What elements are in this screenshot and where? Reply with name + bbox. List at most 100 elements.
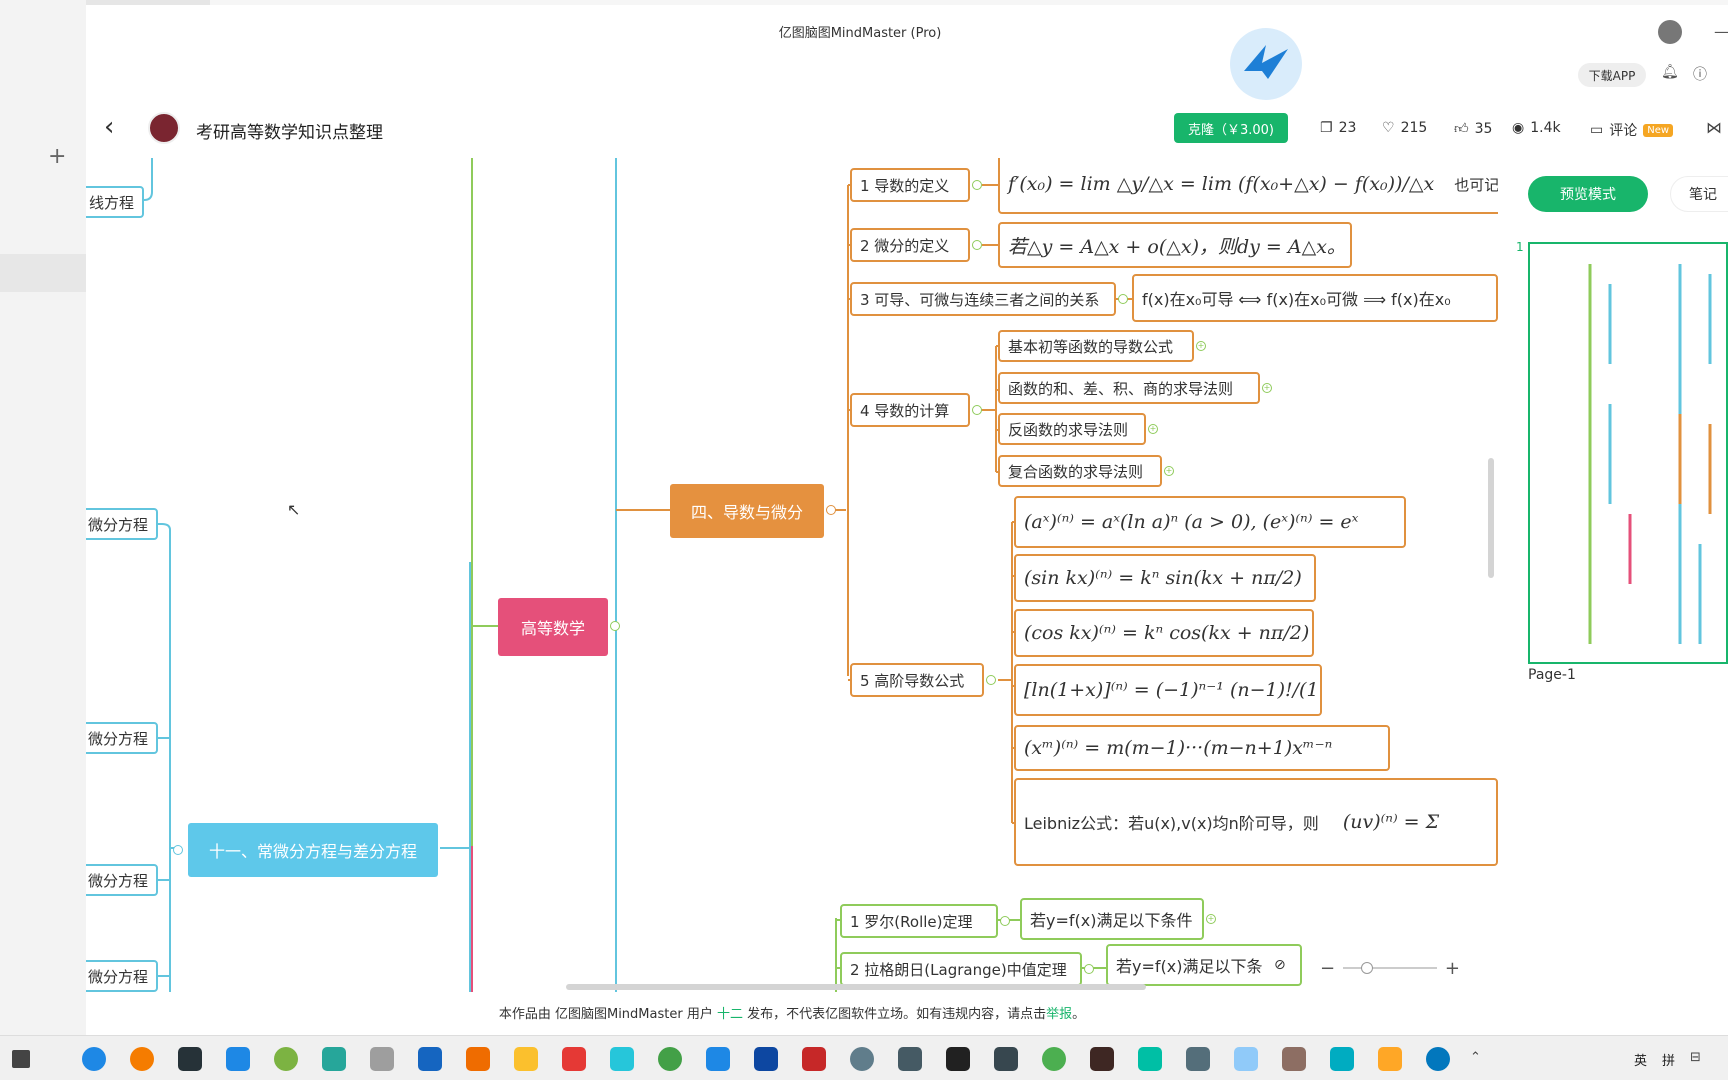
app-icon[interactable]	[370, 1047, 394, 1071]
left-node-2[interactable]: 微分方程	[86, 508, 158, 540]
chrome-icon[interactable]	[658, 1047, 682, 1071]
clone-button[interactable]: 克隆（￥3.00)	[1174, 113, 1288, 143]
left-node-5[interactable]: 微分方程	[86, 960, 158, 992]
collapse-toggle[interactable]	[986, 675, 996, 685]
solidworks-icon[interactable]	[802, 1047, 826, 1071]
report-link[interactable]: 举报	[1046, 1007, 1073, 1022]
app-icon[interactable]	[754, 1047, 778, 1071]
calculator-icon[interactable]	[1186, 1047, 1210, 1071]
node-high-order[interactable]: 5 高阶导数公式	[850, 663, 984, 697]
zoom-slider[interactable]	[1343, 962, 1437, 974]
calc-item-2[interactable]: 函数的和、差、积、商的求导法则	[998, 372, 1260, 404]
zoom-in-icon[interactable]: +	[1444, 957, 1460, 979]
calc-item-1[interactable]: 基本初等函数的导数公式	[998, 330, 1194, 362]
ime-mode[interactable]: 拼	[1662, 1054, 1676, 1069]
collapse-toggle[interactable]	[972, 180, 982, 190]
app-icon[interactable]	[1378, 1047, 1402, 1071]
rolle-desc[interactable]: 若y=f(x)满足以下条件	[1020, 898, 1204, 940]
author-link[interactable]: 十二	[716, 1007, 743, 1022]
expand-toggle[interactable]: +	[1206, 914, 1216, 924]
collapse-toggle[interactable]	[610, 621, 620, 631]
formula-relation[interactable]: f(x)在x₀可导 ⟺ f(x)在x₀可微 ⟹ f(x)在x₀	[1132, 274, 1498, 322]
blender-icon[interactable]	[130, 1047, 154, 1071]
app-icon[interactable]	[1138, 1047, 1162, 1071]
app-icon[interactable]	[466, 1047, 490, 1071]
tray-chevron-icon[interactable]: ⌃	[1470, 1050, 1481, 1065]
help-icon[interactable]: ⓘ	[1693, 67, 1707, 83]
high-formula-4[interactable]: [ln(1+x)]⁽ⁿ⁾ = (−1)ⁿ⁻¹ (n−1)!/(1+x)ⁿ	[1014, 664, 1322, 716]
expand-toggle[interactable]: +	[1164, 466, 1174, 476]
app-icon[interactable]	[946, 1047, 970, 1071]
high-formula-2[interactable]: (sin kx)⁽ⁿ⁾ = kⁿ sin(kx + nπ/2)	[1014, 554, 1316, 602]
preview-mode-button[interactable]: 预览模式	[1528, 176, 1648, 212]
thumbs-stat[interactable]: 👍︎35	[1454, 120, 1493, 138]
leibniz-formula[interactable]: Leibniz公式：若u(x),v(x)均n阶可导，则(uv)⁽ⁿ⁾ = Σ	[1014, 778, 1498, 866]
app-icon[interactable]	[178, 1047, 202, 1071]
collapse-toggle[interactable]	[972, 405, 982, 415]
link-icon[interactable]: ⊘	[1274, 957, 1286, 973]
settings-icon[interactable]	[850, 1047, 874, 1071]
app-icon[interactable]	[706, 1047, 730, 1071]
expand-toggle[interactable]: +	[1196, 341, 1206, 351]
app-icon[interactable]	[1426, 1047, 1450, 1071]
node-derivative-calc[interactable]: 4 导数的计算	[850, 393, 970, 427]
winrar-icon[interactable]	[1282, 1047, 1306, 1071]
app-icon[interactable]	[994, 1047, 1018, 1071]
browser-icon[interactable]	[274, 1047, 298, 1071]
root-node[interactable]: 高等数学	[498, 598, 608, 656]
likes-stat[interactable]: ♡215	[1382, 120, 1428, 136]
horizontal-scrollbar[interactable]	[566, 984, 1146, 990]
calc-item-4[interactable]: 复合函数的求导法则	[998, 455, 1162, 487]
notes-button[interactable]: 笔记	[1670, 176, 1728, 212]
collapse-toggle[interactable]	[1000, 916, 1010, 926]
copies-stat[interactable]: ❐23	[1320, 120, 1357, 136]
formula-differential-def[interactable]: 若△y = A△x + o(△x)，则dy = A△x。	[998, 222, 1352, 268]
node-lagrange[interactable]: 2 拉格朗日(Lagrange)中值定理	[840, 952, 1082, 986]
sidebar-selected-item[interactable]	[0, 254, 86, 292]
folder-icon[interactable]	[514, 1047, 538, 1071]
app-icon[interactable]	[610, 1047, 634, 1071]
mindmaster-icon[interactable]	[226, 1047, 250, 1071]
collapse-toggle[interactable]	[972, 240, 982, 250]
tray-icon[interactable]: ⊟	[1690, 1050, 1701, 1065]
formula-derivative-def[interactable]: f′(x₀) = lim △y/△x = lim (f(x₀+△x) − f(x…	[998, 158, 1498, 214]
branch-ode[interactable]: 十一、常微分方程与差分方程	[188, 823, 438, 877]
left-node-1[interactable]: 线方程	[86, 186, 144, 218]
collapse-toggle[interactable]	[1118, 294, 1128, 304]
user-avatar[interactable]	[1658, 20, 1682, 44]
notepad-icon[interactable]	[1330, 1047, 1354, 1071]
left-node-3[interactable]: 微分方程	[86, 722, 158, 754]
collapse-toggle[interactable]	[173, 845, 183, 855]
node-relation[interactable]: 3 可导、可微与连续三者之间的关系	[850, 282, 1116, 316]
calc-item-3[interactable]: 反函数的求导法则	[998, 413, 1146, 445]
add-icon[interactable]: +	[48, 144, 67, 169]
minimize-icon[interactable]: —	[1714, 22, 1728, 41]
download-app-button[interactable]: 下载APP	[1578, 63, 1646, 87]
expand-toggle[interactable]: +	[1262, 383, 1272, 393]
node-def-differential[interactable]: 2 微分的定义	[850, 228, 970, 262]
app-icon[interactable]	[562, 1047, 586, 1071]
node-def-derivative[interactable]: 1 导数的定义	[850, 168, 970, 202]
expand-toggle[interactable]: +	[1148, 424, 1158, 434]
author-avatar[interactable]	[148, 112, 180, 144]
input-lang[interactable]: 英	[1634, 1054, 1648, 1069]
high-formula-1[interactable]: (aˣ)⁽ⁿ⁾ = aˣ(ln a)ⁿ (a > 0), (eˣ)⁽ⁿ⁾ = e…	[1014, 496, 1406, 548]
high-formula-3[interactable]: (cos kx)⁽ⁿ⁾ = kⁿ cos(kx + nπ/2)	[1014, 609, 1314, 657]
page-thumbnail[interactable]	[1528, 242, 1728, 664]
app-icon[interactable]	[418, 1047, 442, 1071]
high-formula-5[interactable]: (xᵐ)⁽ⁿ⁾ = m(m−1)···(m−n+1)xᵐ⁻ⁿ	[1014, 725, 1390, 771]
collapse-toggle[interactable]	[1084, 964, 1094, 974]
lagrange-desc[interactable]: 若y=f(x)满足以下条	[1106, 944, 1302, 986]
app-icon[interactable]	[898, 1047, 922, 1071]
app-icon[interactable]	[1234, 1047, 1258, 1071]
left-node-4[interactable]: 微分方程	[86, 864, 158, 896]
back-icon[interactable]: ‹	[104, 112, 115, 142]
branch-derivative[interactable]: 四、导数与微分	[670, 484, 824, 538]
edge-icon[interactable]	[82, 1047, 106, 1071]
zoom-out-icon[interactable]: −	[1320, 957, 1336, 979]
app-icon[interactable]	[322, 1047, 346, 1071]
node-rolle[interactable]: 1 罗尔(Rolle)定理	[840, 904, 998, 938]
mindmap-canvas[interactable]: 线方程 微分方程 微分方程 微分方程 微分方程 十一、常微分方程与差分方程 高等…	[86, 158, 1498, 992]
collapse-toggle[interactable]	[826, 505, 836, 515]
